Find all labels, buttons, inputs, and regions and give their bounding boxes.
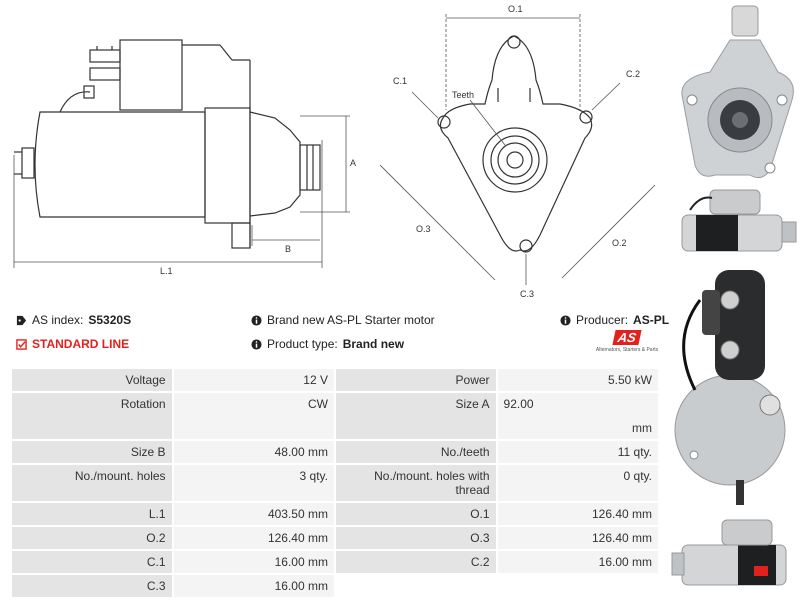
spec-value: 48.00 mm [171, 439, 336, 465]
spec-key: O.1 [333, 501, 498, 527]
spec-value: 5.50 kW [495, 367, 661, 393]
tag-icon [16, 315, 27, 325]
spec-key: Rotation [10, 391, 174, 441]
logo-mark: AS [612, 330, 642, 345]
producer: Producer: AS-PL [560, 313, 669, 327]
specifications-table: Voltage 12 V Power 5.50 kW Rotation CW S… [10, 367, 661, 599]
dim-label-c2: C.2 [626, 69, 640, 79]
table-row: L.1 403.50 mm O.1 126.40 mm [10, 501, 661, 527]
spec-value: 403.50 mm [171, 501, 336, 527]
standard-line: STANDARD LINE [16, 337, 129, 351]
side-dimension-lines [13, 115, 350, 268]
dim-label-c3: C.3 [520, 289, 534, 299]
spec-key: Size B [10, 439, 174, 465]
dim-label-o1: O.1 [508, 4, 523, 14]
spec-key: No./mount. holes [10, 463, 174, 503]
product-type: Product type: Brand new [251, 337, 404, 351]
dim-label-l1: L.1 [160, 266, 173, 276]
dim-label-o2: O.2 [612, 238, 627, 248]
table-row: O.2 126.40 mm O.3 126.40 mm [10, 525, 661, 551]
spec-key: No./mount. holes with thread [333, 463, 498, 503]
spec-value: 0 qty. [495, 463, 661, 503]
table-row: C.3 16.00 mm [10, 573, 661, 599]
product-type-value: Brand new [342, 337, 405, 351]
spec-key: C.1 [10, 549, 174, 575]
spec-key: No./teeth [333, 439, 498, 465]
spec-value: 3 qty. [171, 463, 336, 503]
empty-cell [333, 573, 498, 599]
spec-key: Power [333, 367, 498, 393]
spec-value: 11 qty. [495, 439, 661, 465]
dim-label-a: A [350, 158, 356, 168]
dim-label-o3: O.3 [416, 224, 431, 234]
product-info-header: AS index: S5320S STANDARD LINE Brand new… [0, 306, 670, 364]
spec-key: O.2 [10, 525, 174, 551]
table-row: C.1 16.00 mm C.2 16.00 mm [10, 549, 661, 575]
checkbox-checked-icon [16, 338, 27, 350]
photo-side-view-2 [671, 519, 787, 586]
photo-front-view [670, 0, 800, 185]
standard-line-label: STANDARD LINE [32, 337, 130, 351]
spec-key: O.3 [333, 525, 498, 551]
logo-tagline: Alternators, Starters & Parts [595, 347, 659, 353]
spec-value: 92.00 mm [495, 391, 661, 441]
as-index-label: AS index: [32, 313, 84, 327]
table-row: No./mount. holes 3 qty. No./mount. holes… [10, 463, 661, 503]
spec-value: 12 V [171, 367, 336, 393]
spec-value: 126.40 mm [171, 525, 336, 551]
dim-label-c1: C.1 [393, 76, 407, 86]
spec-key: Size A [333, 391, 498, 441]
spec-value: CW [171, 391, 336, 441]
dim-label-teeth: Teeth [452, 90, 474, 100]
table-row: Size B 48.00 mm No./teeth 11 qty. [10, 439, 661, 465]
description: Brand new AS-PL Starter motor [251, 313, 435, 327]
size-a-unit: mm [632, 421, 652, 435]
size-a-value: 92.00 [503, 397, 534, 411]
photo-rear-view [674, 270, 786, 505]
front-view-drawing [437, 35, 593, 253]
spec-key: L.1 [10, 501, 174, 527]
product-type-label: Product type: [267, 337, 338, 351]
technical-drawing: A B L.1 O.1 O.2 O.3 C.1 C.2 C.3 Teeth [13, 4, 656, 299]
info-icon [560, 314, 571, 326]
empty-cell [495, 573, 661, 599]
dim-label-b: B [285, 244, 291, 254]
spec-key: C.3 [10, 573, 174, 599]
table-row: Voltage 12 V Power 5.50 kW [10, 367, 661, 393]
producer-label: Producer: [576, 313, 629, 327]
photo-side-view [681, 189, 797, 252]
spec-value: 126.40 mm [495, 525, 661, 551]
spec-value: 16.00 mm [171, 573, 336, 599]
as-pl-logo: AS Alternators, Starters & Parts [594, 330, 660, 353]
spec-key: Voltage [10, 367, 174, 393]
spec-value: 16.00 mm [171, 549, 336, 575]
spec-key: C.2 [333, 549, 498, 575]
side-view-drawing [14, 39, 321, 249]
info-icon [251, 338, 262, 350]
description-text: Brand new AS-PL Starter motor [267, 313, 435, 327]
spec-value: 126.40 mm [495, 501, 661, 527]
spec-value: 16.00 mm [495, 549, 661, 575]
as-index-value: S5320S [88, 313, 132, 327]
as-index: AS index: S5320S [16, 313, 131, 327]
table-row: Rotation CW Size A 92.00 mm [10, 391, 661, 441]
product-photos [670, 0, 800, 586]
front-dimension-lines [379, 14, 656, 285]
producer-value: AS-PL [633, 313, 670, 327]
info-icon [251, 314, 262, 326]
